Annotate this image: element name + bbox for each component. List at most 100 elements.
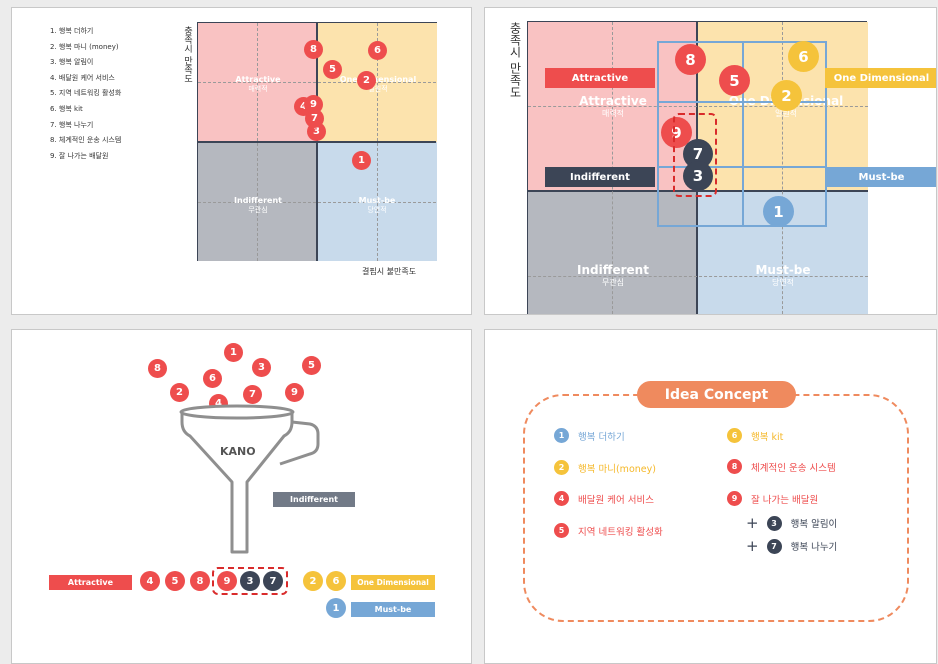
idea-marker: 3 xyxy=(240,571,260,591)
x-axis-label: 결핍시 불만족도 xyxy=(362,267,417,276)
idea-marker: 1 xyxy=(352,151,371,170)
idea-label: 배달원 케어 서비스 xyxy=(578,494,654,506)
idea-marker: 7 xyxy=(305,109,324,128)
divider xyxy=(528,190,868,192)
legend-item: 6. 행복 kit xyxy=(50,104,83,113)
idea-item: + 7 행복 나누기 xyxy=(746,537,837,555)
grid-line xyxy=(198,82,436,83)
idea-number: 6 xyxy=(727,428,742,443)
legend-item: 1. 행복 더하기 xyxy=(50,27,94,35)
idea-label: 지역 네트워킹 활성화 xyxy=(578,526,663,538)
idea-marker: 7 xyxy=(243,385,262,404)
y-axis-label: 충족시 만족도 xyxy=(182,26,192,83)
idea-marker: 2 xyxy=(771,80,802,111)
idea-marker: 8 xyxy=(675,44,706,75)
idea-marker: 6 xyxy=(203,369,222,388)
legend-item: 5. 지역 네트워킹 활성화 xyxy=(50,89,122,98)
highlight-box xyxy=(673,113,717,197)
divider xyxy=(198,141,436,143)
idea-label: 행복 kit xyxy=(751,431,784,443)
legend-item: 4. 배달원 케어 서비스 xyxy=(50,73,115,82)
attractive-tag: Attractive xyxy=(49,575,132,590)
y-axis-label: 충족시 만족도 xyxy=(508,22,522,98)
idea-marker: 6 xyxy=(326,571,346,591)
idea-number: 9 xyxy=(727,491,742,506)
indifferent-tag: Indifferent xyxy=(545,167,655,187)
highlight-box xyxy=(212,567,288,595)
zoom-grid-line xyxy=(742,43,744,225)
zoom-grid xyxy=(657,41,827,227)
idea-label: 행복 알림이 xyxy=(790,519,838,530)
idea-marker: 5 xyxy=(719,65,750,96)
idea-number: 1 xyxy=(554,428,569,443)
idea-label: 행복 나누기 xyxy=(790,542,838,553)
idea-marker: 8 xyxy=(190,571,210,591)
idea-label: 행복 마니(money) xyxy=(578,463,656,475)
idea-item: 8 체계적인 운송 시스템 xyxy=(727,459,836,474)
grid-line xyxy=(528,276,868,277)
idea-marker: 9 xyxy=(304,95,323,114)
legend-item: 9. 잘 나가는 배달원 xyxy=(50,151,109,160)
idea-concept-panel: Idea Concept 1 행복 더하기 2 행복 마니(money) 4 배… xyxy=(484,329,937,664)
grid-line xyxy=(198,202,436,203)
idea-label: 체계적인 운송 시스템 xyxy=(751,462,836,474)
legend-item: 7. 행복 나누기 xyxy=(50,120,94,129)
idea-marker: 1 xyxy=(326,598,346,618)
idea-concept-title: Idea Concept xyxy=(637,381,796,408)
plus-icon: + xyxy=(746,537,759,555)
grid-line xyxy=(377,23,378,261)
idea-item: 6 행복 kit xyxy=(727,428,783,443)
one-dimensional-tag: One Dimensional xyxy=(825,68,936,88)
idea-marker: 3 xyxy=(252,358,271,377)
grid-line xyxy=(528,106,868,107)
idea-marker: 5 xyxy=(302,356,321,375)
funnel-icon xyxy=(179,404,320,554)
idea-item: 5 지역 네트워킹 활성화 xyxy=(554,523,663,538)
legend-item: 3. 행복 알림이 xyxy=(50,58,94,67)
idea-marker: 8 xyxy=(304,40,323,59)
zoom-grid-line xyxy=(659,166,825,168)
idea-marker: 9 xyxy=(285,383,304,402)
idea-marker: 2 xyxy=(303,571,323,591)
grid-line xyxy=(257,23,258,261)
idea-marker: 4 xyxy=(140,571,160,591)
attractive-tag: Attractive xyxy=(545,68,655,88)
idea-marker: 2 xyxy=(170,383,189,402)
funnel-label: KANO xyxy=(220,445,256,458)
idea-marker: 5 xyxy=(165,571,185,591)
plus-icon: + xyxy=(746,514,759,532)
idea-marker: 7 xyxy=(263,571,283,591)
idea-marker: 8 xyxy=(148,359,167,378)
idea-marker: 1 xyxy=(224,343,243,362)
idea-label: 잘 나가는 배달원 xyxy=(751,494,819,506)
idea-item: 4 배달원 케어 서비스 xyxy=(554,491,654,506)
idea-marker: 6 xyxy=(788,41,819,72)
idea-number: 7 xyxy=(766,538,782,554)
idea-item: + 3 행복 알림이 xyxy=(746,514,837,532)
idea-marker: 2 xyxy=(357,71,376,90)
idea-number: 2 xyxy=(554,460,569,475)
idea-marker: 1 xyxy=(763,196,794,227)
must-be-tag: Must-be xyxy=(825,167,936,187)
idea-label: 행복 더하기 xyxy=(578,431,625,443)
idea-item: 9 잘 나가는 배달원 xyxy=(727,491,818,506)
legend-item: 2. 행복 마니 (money) xyxy=(50,42,119,51)
grid-line xyxy=(782,22,783,314)
indifferent-tag: Indifferent xyxy=(273,492,355,507)
idea-marker: 5 xyxy=(323,60,342,79)
idea-number: 3 xyxy=(766,515,782,531)
idea-marker: 6 xyxy=(368,41,387,60)
idea-number: 8 xyxy=(727,459,742,474)
funnel-panel: 1 8 3 5 6 2 7 9 4 KANO Indifferent Attra… xyxy=(11,329,472,664)
idea-item: 2 행복 마니(money) xyxy=(554,460,656,475)
legend-item: 8. 체계적인 운송 시스템 xyxy=(50,136,122,145)
